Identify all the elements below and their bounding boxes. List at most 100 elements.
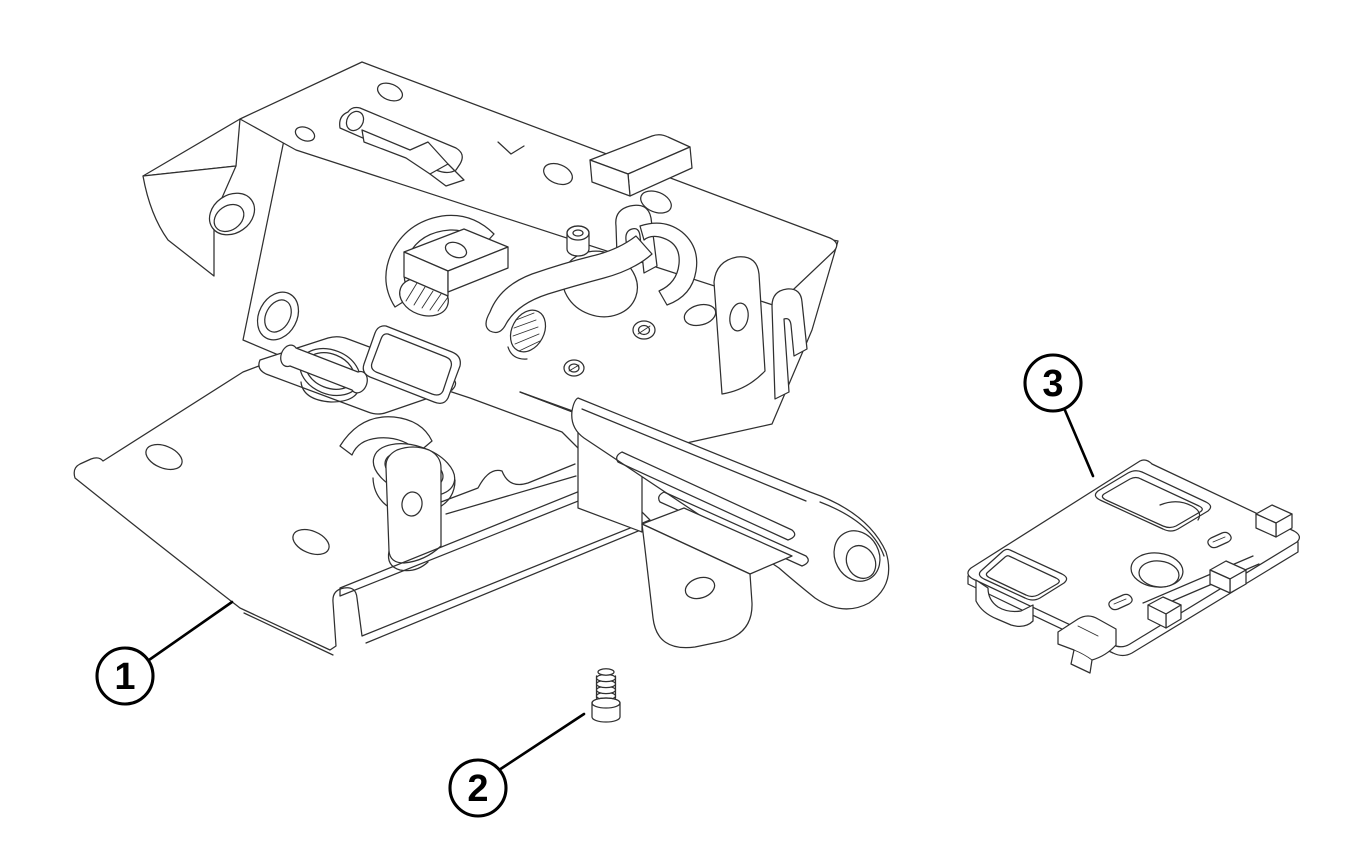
clip-side bbox=[1147, 604, 1167, 629]
base-hole bbox=[145, 443, 183, 471]
callout-1-number: 1 bbox=[114, 656, 135, 698]
pan-screw-center bbox=[568, 363, 580, 373]
snap-clip-right bbox=[1255, 504, 1293, 538]
arm-groove bbox=[616, 451, 796, 541]
hook-tab bbox=[771, 288, 808, 400]
front-clevis-hole bbox=[401, 491, 423, 517]
side-boss-ring bbox=[208, 192, 256, 236]
part-2-screw bbox=[591, 668, 621, 723]
lever-arm bbox=[361, 129, 449, 175]
screw-slot bbox=[637, 325, 651, 335]
mid-block-edge bbox=[519, 391, 579, 415]
spring-guard-right bbox=[639, 222, 698, 306]
clevis-tab bbox=[713, 256, 766, 395]
pivot-pin-socket bbox=[572, 229, 584, 237]
thread-sides bbox=[595, 675, 617, 699]
front-tab-foot bbox=[387, 550, 429, 572]
pivot-pin-top bbox=[566, 225, 590, 241]
flag-side-wall bbox=[142, 165, 237, 277]
pocket-upper-arc bbox=[1159, 501, 1201, 521]
bracket-hole bbox=[684, 576, 716, 600]
clevis-tabs bbox=[683, 256, 808, 400]
callout-1-leader bbox=[147, 600, 234, 662]
pin-boss bbox=[256, 291, 300, 341]
callout-2-number: 2 bbox=[467, 768, 488, 810]
callout-2-leader bbox=[497, 712, 586, 772]
pocket-upper-inner bbox=[1101, 476, 1203, 529]
clip-inner-lines bbox=[1073, 625, 1099, 661]
front-clevis-tab bbox=[385, 446, 442, 564]
lever-pivot bbox=[345, 110, 365, 132]
callout-1: 1 bbox=[95, 600, 234, 706]
center-hole-bore bbox=[1138, 560, 1180, 588]
eyelet-hole bbox=[845, 544, 877, 580]
block-side bbox=[589, 159, 631, 197]
callout-3-leader bbox=[1062, 406, 1095, 478]
thread-cap bbox=[597, 668, 615, 676]
cover-front bbox=[403, 251, 449, 297]
snap-clip-bottom bbox=[1147, 596, 1182, 629]
plate-slot-and-lever bbox=[339, 106, 465, 187]
screw-head-top bbox=[591, 697, 621, 709]
base-plate-thickness-edge bbox=[243, 526, 649, 656]
pan-screw-center bbox=[637, 324, 651, 336]
wall-cutouts bbox=[256, 291, 461, 404]
clip-side bbox=[1255, 513, 1277, 538]
figure-artwork bbox=[73, 61, 1301, 723]
side-boss-bore bbox=[213, 203, 245, 233]
mounting-bracket bbox=[641, 507, 793, 649]
cover-side bbox=[447, 246, 509, 293]
pocket-cutout-inner bbox=[370, 333, 453, 396]
plate-top-face bbox=[967, 459, 1301, 648]
pocket-left-inner bbox=[985, 555, 1060, 598]
plate-hole bbox=[543, 162, 573, 186]
plate-hole bbox=[640, 190, 672, 214]
base-plate-outline bbox=[73, 345, 651, 651]
small-slot-inner bbox=[1212, 536, 1226, 543]
plate-hole bbox=[294, 126, 316, 142]
pin-bore bbox=[264, 299, 292, 333]
clevis-hole bbox=[729, 302, 749, 332]
eyelet-boss bbox=[833, 530, 881, 582]
channel-wall bbox=[339, 469, 637, 597]
lever-blade bbox=[429, 163, 465, 187]
callout-2-balloon bbox=[448, 758, 508, 818]
cam-lever bbox=[485, 235, 653, 334]
callout-3: 3 bbox=[1023, 353, 1095, 478]
part-3-mounting-plate bbox=[967, 459, 1301, 674]
knurl-hatching bbox=[405, 282, 449, 312]
plate-hole bbox=[376, 82, 404, 102]
snap-clip-lower-right bbox=[1209, 560, 1247, 594]
coil-echo bbox=[507, 346, 528, 360]
base-hole bbox=[292, 528, 330, 556]
callout-3-balloon bbox=[1023, 353, 1083, 413]
arm-outline bbox=[571, 397, 890, 610]
screw-slot bbox=[568, 364, 580, 372]
callout-2: 2 bbox=[448, 712, 586, 818]
block-top bbox=[589, 134, 691, 175]
part-1-latch-assembly bbox=[73, 61, 890, 656]
callout-1-balloon bbox=[95, 646, 155, 706]
left-foot bbox=[975, 579, 1034, 627]
link-arm bbox=[571, 397, 890, 610]
small-slot bbox=[1108, 593, 1133, 611]
callouts: 1 2 3 bbox=[95, 353, 1095, 818]
pocket-cutout bbox=[362, 325, 461, 404]
cover-hole bbox=[444, 241, 468, 259]
edge-notch bbox=[497, 141, 525, 155]
bracket-front bbox=[641, 523, 753, 649]
pocket-upper bbox=[1094, 470, 1212, 532]
small-slot-inner bbox=[1113, 598, 1127, 605]
pocket-left bbox=[978, 548, 1068, 601]
channel-edge bbox=[440, 463, 577, 515]
coil-hatching bbox=[512, 312, 541, 352]
clip-side bbox=[1209, 569, 1231, 594]
cam-mechanism bbox=[385, 214, 698, 377]
arm-edge-echo bbox=[581, 408, 885, 557]
screw-head bbox=[591, 697, 621, 723]
snap-clip-bottom-left bbox=[1057, 615, 1117, 674]
curved-foot bbox=[339, 416, 433, 456]
callout-3-number: 3 bbox=[1042, 363, 1063, 405]
